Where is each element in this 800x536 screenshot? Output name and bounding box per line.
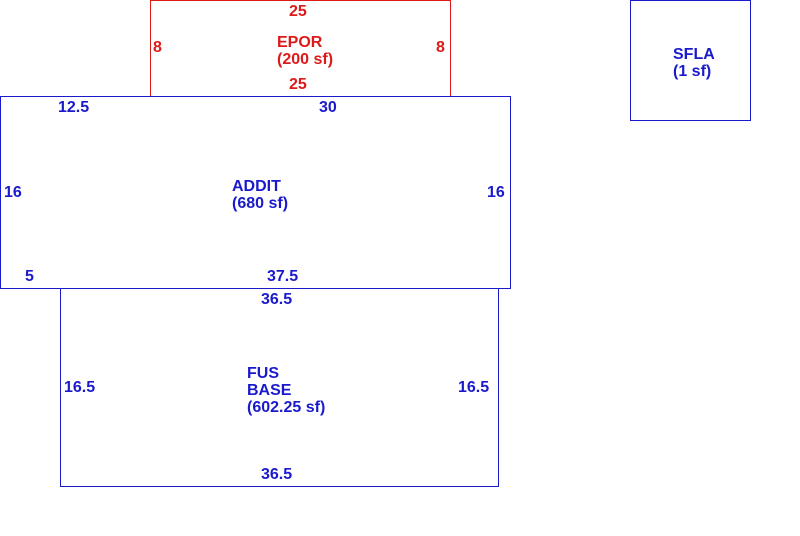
epor-top-dimension: 25 (289, 3, 307, 20)
sfla-name: SFLA (673, 46, 715, 63)
addit-area-label: (680 sf) (232, 195, 289, 212)
addit-bottom-left-dimension: 5 (25, 268, 34, 285)
sfla-area (630, 0, 751, 121)
sfla-area-label: (1 sf) (673, 63, 712, 80)
fus-base-left-dimension: 16.5 (64, 379, 96, 396)
epor-bottom-dimension: 25 (289, 76, 307, 93)
fus-base-area (60, 288, 499, 487)
fus-base-area-label: (602.25 sf) (247, 399, 326, 416)
fus-base-top-dimension: 36.5 (261, 291, 293, 308)
addit-name: ADDIT (232, 178, 281, 195)
addit-right-dimension: 16 (487, 184, 505, 201)
addit-top-right-dimension: 30 (319, 99, 337, 116)
epor-left-dimension: 8 (153, 39, 162, 56)
fus-base-name-line2: BASE (247, 382, 292, 399)
addit-top-left-dimension: 12.5 (58, 99, 90, 116)
epor-name: EPOR (277, 34, 323, 51)
fus-base-bottom-dimension: 36.5 (261, 466, 293, 483)
fus-base-name-line1: FUS (247, 365, 279, 382)
addit-left-dimension: 16 (4, 184, 22, 201)
epor-right-dimension: 8 (436, 39, 445, 56)
addit-bottom-dimension: 37.5 (267, 268, 299, 285)
epor-area-label: (200 sf) (277, 51, 334, 68)
fus-base-right-dimension: 16.5 (458, 379, 490, 396)
